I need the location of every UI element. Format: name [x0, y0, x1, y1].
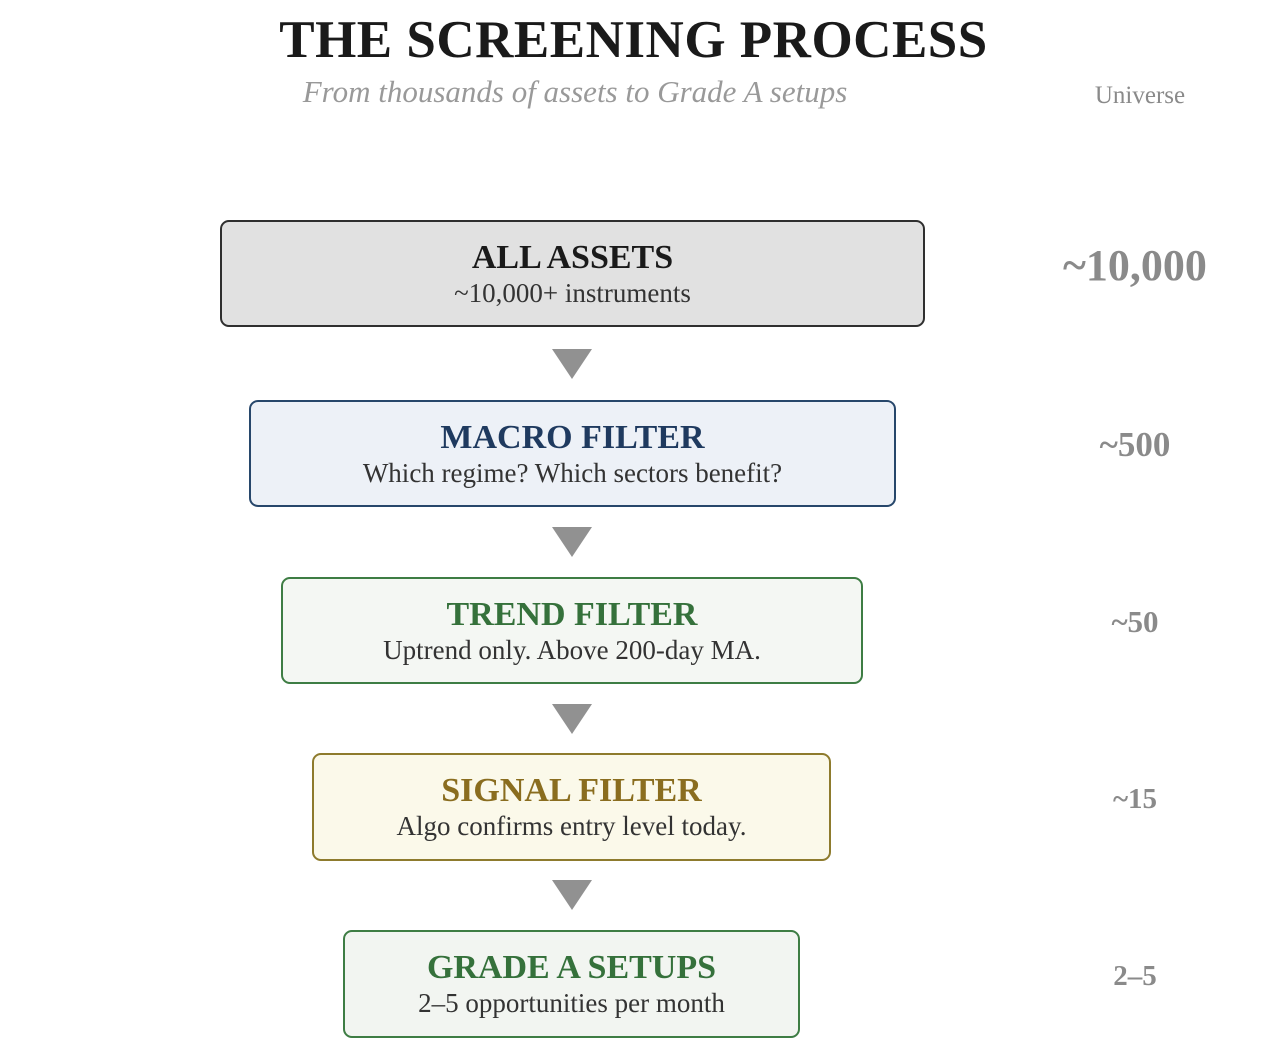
- stage-box-grade-a-setups: GRADE A SETUPS 2–5 opportunities per mon…: [343, 930, 800, 1038]
- down-arrow-icon: [552, 880, 592, 910]
- stage-description: Uptrend only. Above 200-day MA.: [383, 634, 761, 665]
- universe-count-all-assets: ~10,000: [1063, 241, 1207, 290]
- stage-title: GRADE A SETUPS: [426, 949, 717, 987]
- universe-count-signal-filter: ~15: [1112, 783, 1158, 815]
- universe-count-trend-filter: ~50: [1111, 604, 1159, 639]
- stage-title: ALL ASSETS: [471, 238, 674, 276]
- down-arrow-icon: [552, 349, 592, 379]
- stage-title: SIGNAL FILTER: [441, 772, 702, 810]
- stage-description: Which regime? Which sectors benefit?: [362, 457, 783, 488]
- stage-title: TREND FILTER: [446, 595, 698, 633]
- universe-count-macro-filter: ~500: [1099, 425, 1171, 464]
- universe-count-grade-a-setups: 2–5: [1113, 960, 1157, 992]
- down-arrow-icon: [552, 527, 592, 557]
- stage-description: 2–5 opportunities per month: [418, 988, 725, 1019]
- stage-description: ~10,000+ instruments: [454, 277, 691, 308]
- stage-box-trend-filter: TREND FILTER Uptrend only. Above 200-day…: [281, 577, 863, 684]
- stage-box-signal-filter: SIGNAL FILTER Algo confirms entry level …: [312, 753, 831, 861]
- universe-column-label: Universe: [1094, 82, 1186, 109]
- page-subtitle: From thousands of assets to Grade A setu…: [302, 74, 848, 109]
- stage-description: Algo confirms entry level today.: [396, 811, 747, 842]
- stage-box-all-assets: ALL ASSETS ~10,000+ instruments: [220, 220, 925, 327]
- stage-title: MACRO FILTER: [440, 418, 705, 456]
- page-title: THE SCREENING PROCESS: [279, 11, 988, 69]
- stage-box-macro-filter: MACRO FILTER Which regime? Which sectors…: [249, 400, 896, 507]
- down-arrow-icon: [552, 704, 592, 734]
